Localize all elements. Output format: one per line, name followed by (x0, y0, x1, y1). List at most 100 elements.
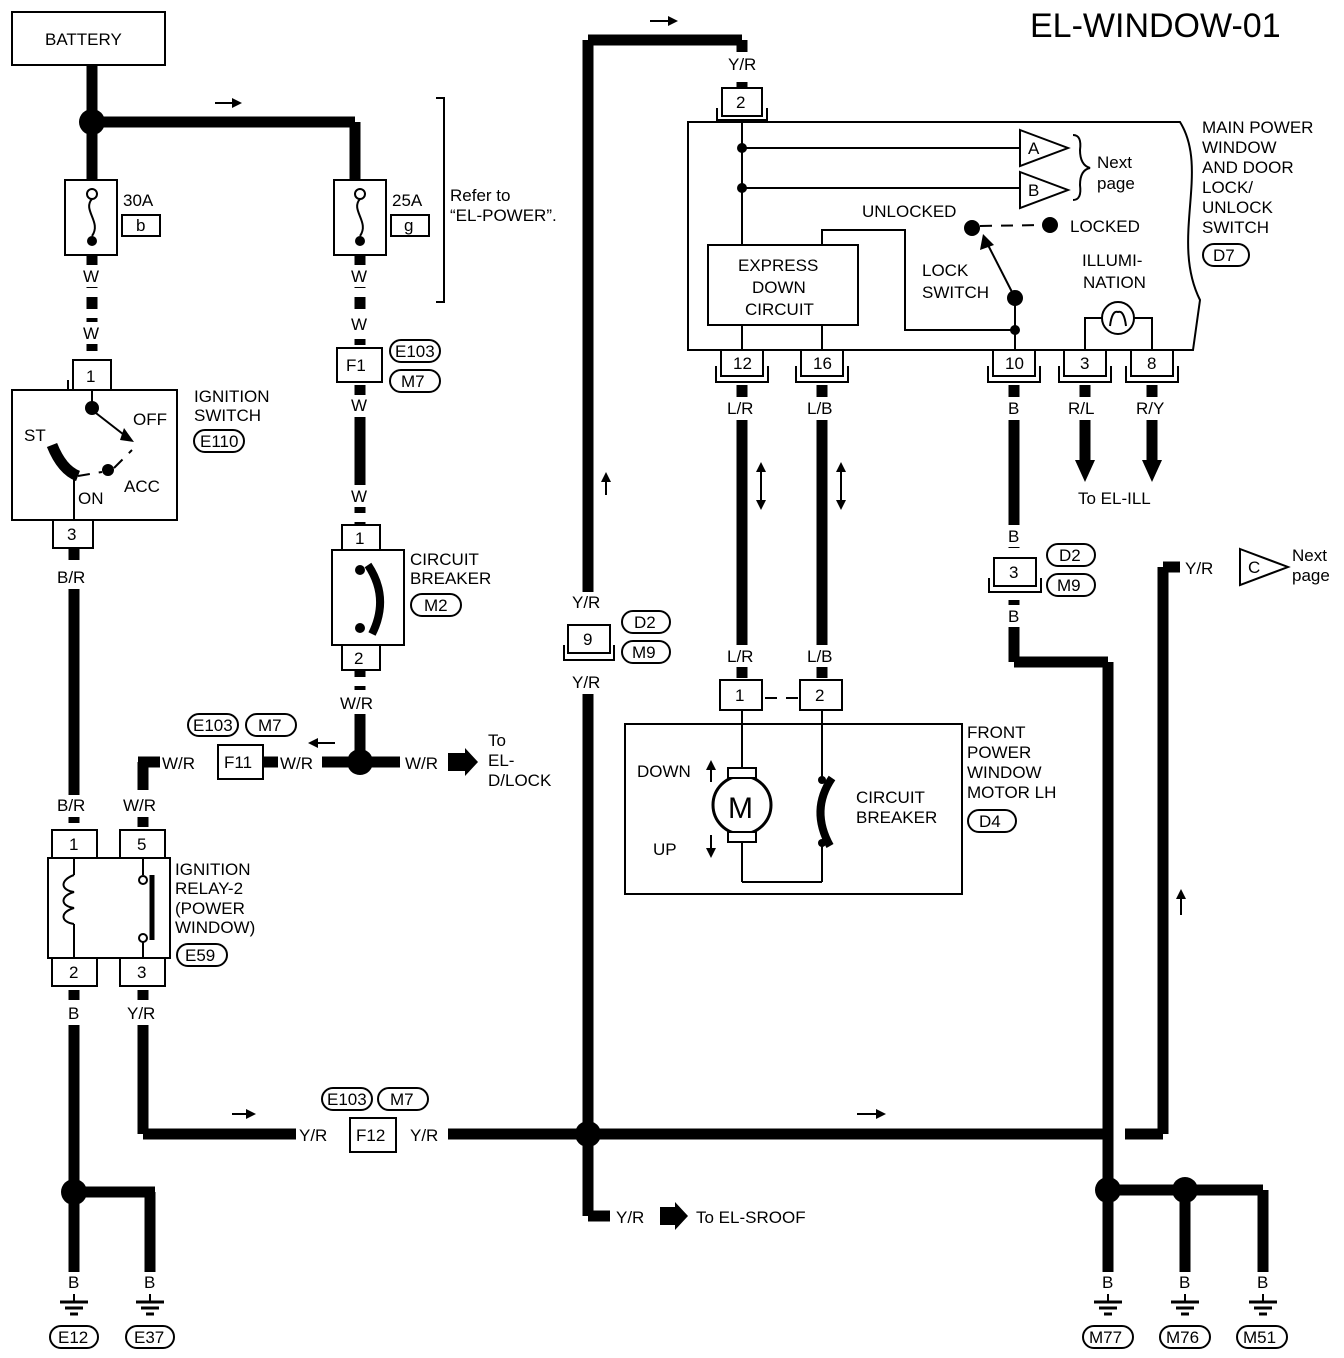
ground-code: M77 (1089, 1328, 1122, 1347)
fuse-25a-letter: g (404, 216, 413, 235)
connector-3: 3 D2 M9 (988, 543, 1096, 597)
wire-label: W/R (162, 754, 195, 773)
main-switch-label-5: UNLOCK (1202, 198, 1274, 217)
diagram-title: EL-WINDOW-01 (1030, 7, 1281, 45)
motor-symbol: M (728, 792, 753, 825)
refer-bracket: Refer to “EL-POWER”. (436, 97, 557, 303)
motor-label-4: MOTOR LH (967, 783, 1056, 802)
illumination-1: ILLUMI- (1082, 251, 1142, 270)
motor-down: DOWN (637, 762, 691, 781)
wire-label: B (1008, 527, 1019, 546)
express-line-1: EXPRESS (738, 256, 818, 275)
marker-c-next-1: Next (1292, 546, 1327, 565)
motor-label-2: POWER (967, 743, 1031, 762)
wire-labels-left: W W B/R B/R W/R B Y/R B B (55, 265, 165, 1294)
connector-f11-code-2: M7 (258, 716, 282, 735)
motor-breaker-2: BREAKER (856, 808, 937, 827)
wire-label: W/R (405, 754, 438, 773)
relay-code: E59 (185, 946, 215, 965)
wire-label: L/R (727, 399, 753, 418)
relay-label-4: WINDOW) (175, 918, 255, 937)
wire-label: Y/R (616, 1208, 644, 1227)
connector-f12-name: F12 (356, 1126, 385, 1145)
connector-f11-name: F11 (224, 753, 252, 772)
ignition-pos-st: ST (24, 426, 46, 445)
relay-label-1: IGNITION (175, 860, 251, 879)
main-power-window-switch: Y/R 2 A B Next page EXPRESS DOWN CIRCUIT… (687, 53, 1313, 383)
wire-label: Y/R (572, 593, 600, 612)
main-switch-pin-8: 8 (1147, 354, 1156, 373)
connector-f11: E103 M7 F11 (187, 713, 335, 780)
marker-c-letter: C (1248, 558, 1260, 577)
connector-9: Y/R 9 Y/R D2 M9 (563, 592, 671, 694)
to-eldlock-3: D/LOCK (488, 771, 552, 790)
fuse-30a-rating: 30A (123, 191, 154, 210)
wire-label: B (1008, 399, 1019, 418)
main-switch-label-3: AND DOOR (1202, 158, 1294, 177)
to-el-ill: To EL-ILL (1075, 460, 1162, 508)
marker-c-next-2: page (1292, 566, 1330, 585)
relay-pin-5: 5 (137, 835, 146, 854)
connector-f12-code-1: E103 (327, 1090, 367, 1109)
circuit-breaker-label-2: BREAKER (410, 569, 491, 588)
motor-label-1: FRONT (967, 723, 1026, 742)
illumination-2: NATION (1083, 273, 1146, 292)
grounds: E12 E37 M77 M76 (49, 1294, 1288, 1349)
ground-code: M76 (1166, 1328, 1199, 1347)
ground-e12: E12 (49, 1294, 99, 1349)
relay-label-3: (POWER (175, 899, 245, 918)
connector-9-code-2: M9 (632, 643, 656, 662)
fuse-25a-rating: 25A (392, 191, 423, 210)
wire-label: Y/R (299, 1126, 327, 1145)
battery-label: BATTERY (45, 30, 122, 49)
ignition-pos-acc: ACC (124, 477, 160, 496)
ignition-pos-off: OFF (133, 410, 167, 429)
main-switch-pin-16: 16 (813, 354, 832, 373)
refer-line2: “EL-POWER”. (450, 206, 557, 225)
main-switch-marker-b: B (1028, 181, 1039, 200)
wire-label: Y/R (572, 673, 600, 692)
main-switch-pin-12: 12 (733, 354, 752, 373)
refer-line1: Refer to (450, 186, 510, 205)
ground-code: M51 (1243, 1328, 1276, 1347)
wire-label: L/B (807, 399, 833, 418)
motor-label-3: WINDOW (967, 763, 1042, 782)
wire-label: B/R (57, 796, 85, 815)
ignition-relay: 1 5 2 3 IGNITION RELAY-2 (POWER WINDOW) … (47, 829, 255, 987)
to-elsroof-label: To EL-SROOF (696, 1208, 806, 1227)
wire-label: W (351, 487, 367, 506)
battery: BATTERY (11, 11, 166, 66)
ignition-switch-label-1: IGNITION (194, 387, 270, 406)
connector-f11-code-1: E103 (193, 716, 233, 735)
wire-label: R/L (1068, 399, 1094, 418)
main-switch-label-1: MAIN POWER (1202, 118, 1313, 137)
ground-m76: M76 (1159, 1294, 1211, 1349)
wire-label: W/R (340, 694, 373, 713)
express-line-3: CIRCUIT (745, 300, 814, 319)
main-switch-marker-a: A (1028, 139, 1040, 158)
ground-m77: M77 (1082, 1294, 1134, 1349)
wire-label: B (1257, 1273, 1268, 1292)
unlocked-label: UNLOCKED (862, 202, 956, 221)
relay-label-2: RELAY-2 (175, 879, 243, 898)
main-switch-pin-10: 10 (1005, 354, 1024, 373)
to-eldlock-2: EL- (488, 751, 514, 770)
to-el-dlock: To EL- D/LOCK (448, 731, 552, 790)
fuse-30a-letter: b (136, 216, 145, 235)
ignition-switch-pin-bottom: 3 (67, 525, 76, 544)
connector-9-code-1: D2 (634, 613, 656, 632)
connector-3-code-2: M9 (1057, 576, 1081, 595)
wire-label: W (83, 324, 99, 343)
connector-f12: E103 M7 F12 (321, 1087, 429, 1153)
main-switch-label-6: SWITCH (1202, 218, 1269, 237)
to-elill-label: To EL-ILL (1078, 489, 1151, 508)
locked-label: LOCKED (1070, 217, 1140, 236)
main-switch-label-2: WINDOW (1202, 138, 1277, 157)
junction-dots (61, 109, 1198, 1205)
circuit-breaker-code: M2 (424, 596, 448, 615)
ignition-switch-pin-top: 1 (86, 367, 95, 386)
main-switch-pin-3: 3 (1080, 354, 1089, 373)
ignition-switch-code: E110 (200, 432, 238, 451)
main-switch-code: D7 (1213, 246, 1235, 265)
